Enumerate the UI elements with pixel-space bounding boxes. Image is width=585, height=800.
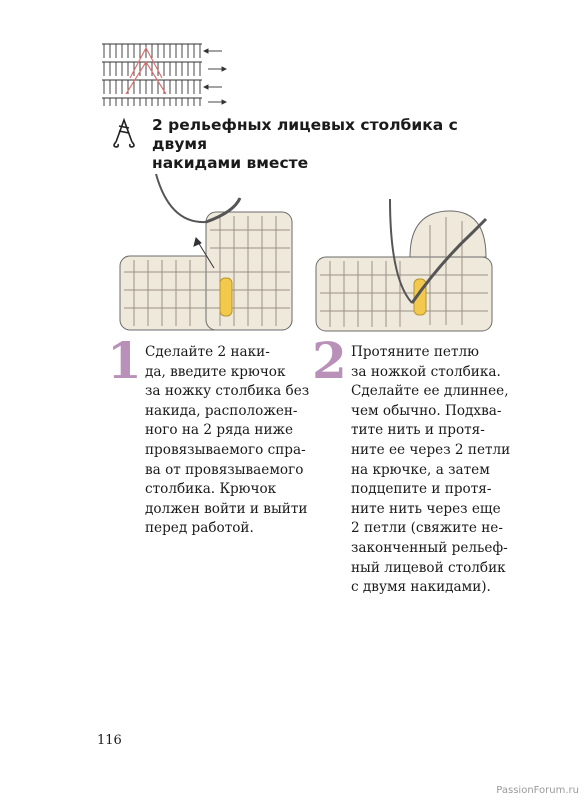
step-2-line: законченный рельеф-	[351, 539, 508, 556]
page-number: 116	[97, 733, 122, 748]
chart-row-2	[102, 61, 202, 76]
step-1-line: ного на 2 ряда ниже	[145, 422, 294, 439]
watermark: PassionForum.ru	[496, 785, 579, 796]
step-1-line: да, введите крючок	[145, 363, 286, 380]
step-2-line: чем обычно. Подхва-	[351, 402, 502, 419]
step-2-illustration	[315, 198, 493, 332]
step-1-line: накида, расположен-	[145, 402, 298, 419]
step-2-line: ный лицевой столбик	[351, 559, 506, 576]
step-2-line: 2 петли (свяжите не-	[351, 520, 503, 537]
section-heading: 2 рельефных лицевых столбика с двумя нак…	[152, 116, 512, 173]
step-2-line: тите нить и протя-	[351, 422, 485, 439]
step-2-line: ните ее через 2 петли	[351, 441, 511, 458]
step-1-line: провязываемого спра-	[145, 441, 306, 458]
heading-line-2: накидами вместе	[152, 154, 309, 172]
chart-highlight	[125, 46, 167, 95]
step-1-text: Сделайте 2 наки- да, введите крючок за н…	[145, 343, 309, 539]
step-2-line: с двумя накидами).	[351, 579, 491, 596]
step-1-line: должен войти и выйти	[145, 500, 308, 517]
step-2-line: ните нить через еще	[351, 500, 501, 517]
step-1-number: 1	[107, 331, 142, 390]
step-2-line: за ножкой столбика.	[351, 363, 501, 380]
step-1-line: Сделайте 2 наки-	[145, 344, 270, 360]
step-2-text: Протяните петлю за ножкой столбика. Сдел…	[351, 343, 510, 598]
step-2-line: подцепите и протя-	[351, 481, 492, 498]
step-1-line: ва от провязываемого	[145, 461, 304, 478]
step-2-line: Протяните петлю	[351, 344, 479, 360]
step-2-line: Сделайте ее длиннее,	[351, 383, 509, 400]
crochet-chart	[102, 43, 228, 106]
step-1-line: за ножку столбика без	[145, 383, 310, 400]
heading-line-1: 2 рельефных лицевых столбика с двумя	[152, 116, 458, 153]
step-2-line: на крючке, а затем	[351, 461, 490, 478]
step-2-number: 2	[312, 331, 347, 390]
stitch-symbol-icon	[113, 117, 135, 148]
step-1-illustration	[119, 173, 293, 331]
step-1-line: перед работой.	[145, 520, 254, 537]
step-1-line: столбика. Крючок	[145, 481, 277, 498]
chart-row-4	[102, 97, 202, 106]
chart-row-3	[102, 79, 202, 94]
chart-row-1	[102, 43, 202, 58]
